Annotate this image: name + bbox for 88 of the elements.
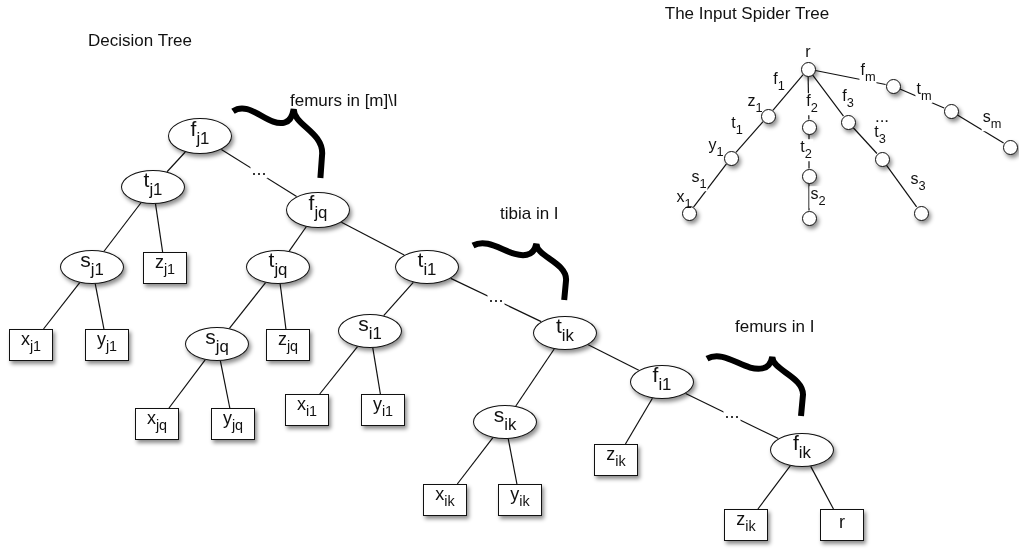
connector-line: [450, 277, 542, 323]
annotation-text: ...: [874, 107, 890, 125]
spider-node-circle: [885, 78, 901, 94]
spider-node-circle: [1002, 139, 1018, 155]
connector-line: [219, 360, 231, 409]
leaf-box: z$_{ik}$: [594, 444, 638, 476]
connector-line: [885, 164, 918, 208]
node-label: y$_{1}$: [708, 137, 724, 159]
tree-title: Decision Tree: [88, 31, 192, 49]
connector-line: [685, 392, 779, 440]
leaf-box: z$_{jq}$: [266, 329, 310, 361]
connector-line: [899, 88, 945, 109]
tree-node-ellipse: s$_{i1}$: [338, 314, 402, 348]
leaf-box: y$_{i1}$: [361, 394, 405, 426]
spider-node-circle: [723, 150, 739, 166]
edge-label: t$_{2}$: [799, 139, 813, 161]
tree-title: The Input Spider Tree: [664, 4, 830, 22]
node-label: x$_{1}$: [676, 189, 692, 211]
connector-line: [956, 114, 1005, 144]
connector-line: [154, 203, 164, 253]
leaf-box: y$_{j1}$: [85, 329, 129, 361]
tree-node-ellipse: s$_{ik}$: [473, 405, 537, 439]
connector-line: [340, 221, 405, 256]
spider-node-circle: [874, 151, 890, 167]
tree-node-ellipse: f$_{i1}$: [630, 365, 694, 399]
tree-node-ellipse: t$_{i1}$: [395, 250, 459, 284]
leaf-box: y$_{ik}$: [498, 484, 542, 516]
spider-node-circle: [801, 168, 817, 184]
connector-line: [772, 74, 804, 111]
annotation-text: tibia in I: [500, 204, 559, 222]
edge-label: f$_{1}$: [772, 71, 786, 93]
connector-line: [587, 344, 640, 371]
connector-line: [507, 438, 518, 485]
connector-line: [692, 163, 728, 208]
spider-node-circle: [801, 210, 817, 226]
edge-label: f$_{m}$: [859, 62, 877, 84]
tree-node-ellipse: t$_{jq}$: [246, 250, 310, 284]
connector-line: [757, 465, 791, 510]
leaf-box: r: [820, 509, 864, 541]
leaf-box: x$_{ik}$: [423, 484, 467, 516]
spider-node-circle: [801, 119, 817, 135]
connector-line: [811, 74, 845, 117]
spider-node-circle: [760, 108, 776, 124]
edge-label: t$_{m}$: [915, 81, 933, 103]
connector-line: [279, 283, 287, 330]
connector-line: [808, 182, 810, 212]
spider-node-circle: [840, 114, 856, 130]
edge-label: s$_{2}$: [809, 186, 827, 208]
tree-node-ellipse: s$_{jq}$: [185, 327, 249, 361]
connector-line: [288, 226, 307, 252]
connector-line: [810, 465, 835, 510]
connector-line: [624, 397, 654, 445]
edge-label: t$_{3}$: [873, 124, 887, 146]
connector-line: [228, 282, 267, 329]
connector-line: [372, 347, 381, 395]
node-label: r: [805, 44, 811, 60]
connector-line: [735, 121, 764, 153]
edge-label: t$_{1}$: [730, 115, 744, 137]
spider-node-circle: [913, 205, 929, 221]
leaf-box: x$_{jq}$: [135, 408, 179, 440]
leaf-box: x$_{j1}$: [9, 329, 53, 361]
connector-line: [456, 437, 494, 485]
tree-node-ellipse: t$_{j1}$: [121, 170, 185, 204]
leaf-box: z$_{j1}$: [143, 252, 187, 284]
leaf-box: z$_{ik}$: [724, 509, 768, 541]
edge-label: f$_{2}$: [805, 93, 819, 115]
spider-node-circle: [943, 103, 959, 119]
connector-line: [814, 69, 887, 86]
edge-label: f$_{3}$: [841, 88, 855, 110]
connector-line: [42, 282, 81, 330]
connector-line: [220, 148, 298, 198]
connector-line: [94, 283, 105, 330]
connector-line: [852, 126, 878, 155]
connector-line: [168, 359, 206, 409]
tree-node-ellipse: f$_{jq}$: [286, 192, 350, 228]
annotation-text: femurs in [m]\I: [290, 91, 398, 109]
connector-line: [319, 346, 359, 395]
tree-node-ellipse: s$_{j1}$: [60, 250, 124, 284]
tree-node-ellipse: f$_{ik}$: [770, 433, 834, 467]
tree-node-ellipse: t$_{ik}$: [533, 316, 597, 350]
leaf-box: x$_{i1}$: [285, 394, 329, 426]
annotation-text: femurs in I: [735, 317, 815, 335]
connector-line: [103, 202, 142, 252]
node-label: z$_{1}$: [747, 93, 763, 115]
spider-node-circle: [800, 61, 816, 77]
tree-node-ellipse: f$_{j1}$: [168, 118, 232, 154]
connector-line: [515, 348, 555, 407]
leaf-box: y$_{jq}$: [211, 408, 255, 440]
